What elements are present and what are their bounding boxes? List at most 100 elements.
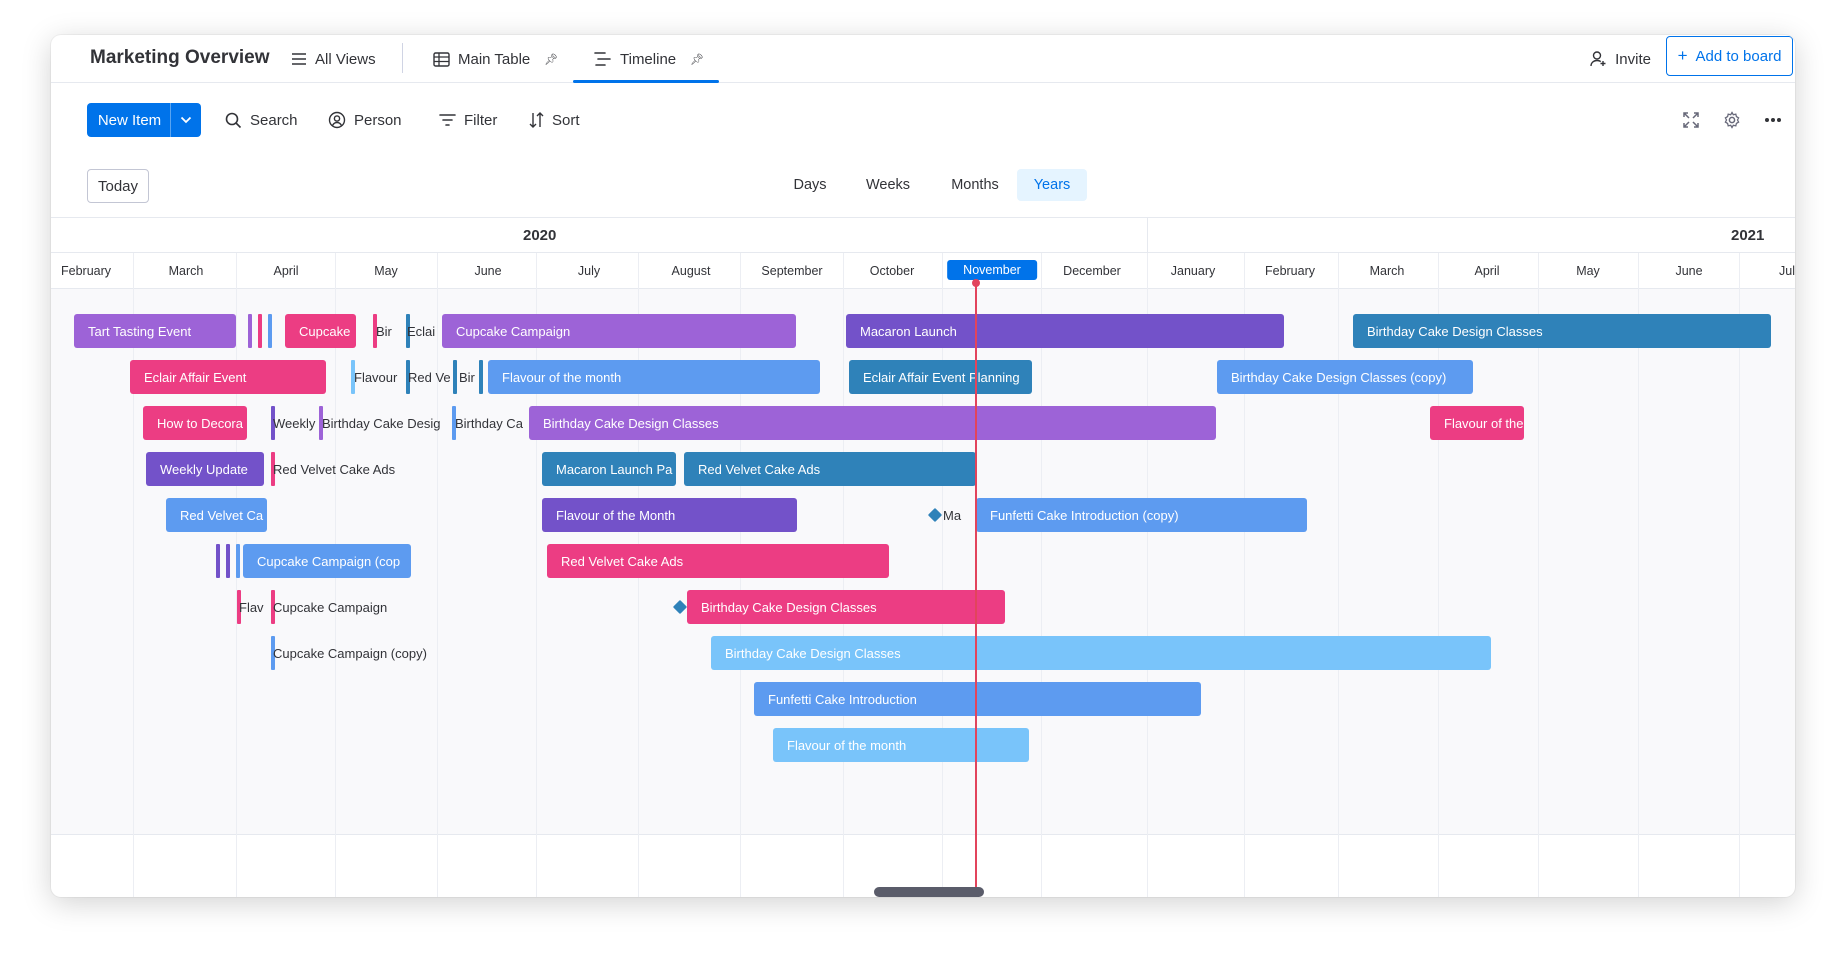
- year-header-row: 2020 2021: [51, 217, 1795, 254]
- gear-icon[interactable]: [1721, 109, 1743, 131]
- tab-timeline[interactable]: Timeline 📌︎: [594, 47, 704, 71]
- timeline-bar-stub[interactable]: [248, 314, 252, 348]
- timeline-bar[interactable]: Funfetti Cake Introduction: [754, 682, 1201, 716]
- month-grid-line: [1438, 253, 1439, 897]
- timeline-bar-stub[interactable]: [258, 314, 262, 348]
- scale-weeks-button[interactable]: Weeks: [865, 177, 911, 193]
- timeline-bar[interactable]: Birthday Cake Design Classes: [1353, 314, 1771, 348]
- timeline-bar[interactable]: Flavour of the Month: [542, 498, 797, 532]
- timeline-item-label[interactable]: Flavour: [354, 369, 398, 385]
- table-icon: [433, 51, 450, 67]
- timeline-bar[interactable]: Birthday Cake Design Classes: [687, 590, 1005, 624]
- timeline-bar-stub[interactable]: [271, 406, 275, 440]
- chevron-down-icon[interactable]: [170, 103, 201, 137]
- add-to-board-label: Add to board: [1695, 47, 1782, 65]
- fullscreen-icon[interactable]: [1680, 109, 1702, 131]
- timeline-bar-stub[interactable]: [319, 406, 323, 440]
- month-label: March: [168, 264, 204, 278]
- timeline-bar-stub[interactable]: [216, 544, 220, 578]
- timeline-item-label[interactable]: Cupcake Campaign (copy): [273, 645, 427, 661]
- month-label: June: [1675, 264, 1703, 278]
- timeline-bar[interactable]: Cupcake Campaign: [442, 314, 796, 348]
- timeline-bar-stub[interactable]: [236, 544, 240, 578]
- timeline-item-label[interactable]: Eclai: [407, 323, 436, 339]
- month-grid-line: [1638, 253, 1639, 897]
- board-title: Marketing Overview: [90, 47, 270, 68]
- pin-icon[interactable]: 📌︎: [544, 53, 559, 66]
- add-to-board-button[interactable]: + Add to board: [1666, 36, 1793, 76]
- pin-icon[interactable]: 📌︎: [690, 53, 705, 66]
- timeline-item-label[interactable]: Ma: [943, 507, 962, 523]
- new-item-button[interactable]: New Item: [87, 103, 201, 137]
- invite-button[interactable]: Invite: [1589, 47, 1651, 71]
- timeline-bar-stub[interactable]: [452, 406, 456, 440]
- timeline-bar-stub[interactable]: [271, 452, 275, 486]
- menu-icon: [292, 53, 306, 65]
- timeline-item-label[interactable]: Weekly: [273, 415, 316, 431]
- invite-label: Invite: [1615, 50, 1651, 68]
- timeline-bar-stub[interactable]: [406, 314, 410, 348]
- search-button[interactable]: Search: [225, 107, 298, 133]
- timeline-item-label[interactable]: Cupcake Campaign: [273, 599, 388, 615]
- timeline-bar[interactable]: How to Decora: [143, 406, 247, 440]
- timeline-item-label[interactable]: Birthday Ca: [455, 415, 523, 431]
- tab-main-table[interactable]: Main Table 📌︎: [433, 47, 558, 71]
- timeline-item-label[interactable]: Red Velvet Cake Ads: [273, 461, 396, 477]
- timeline-bar-stub[interactable]: [373, 314, 377, 348]
- timeline-bar[interactable]: Tart Tasting Event: [74, 314, 236, 348]
- timeline-item-label[interactable]: Bir: [376, 323, 392, 339]
- timeline-bar[interactable]: Red Velvet Cake Ads: [684, 452, 976, 486]
- more-options-icon[interactable]: [1762, 109, 1784, 131]
- scale-months-button[interactable]: Months: [951, 177, 999, 193]
- timeline-item-label[interactable]: Birthday Cake Desig: [322, 415, 441, 431]
- search-icon: [225, 112, 242, 128]
- timeline-bar-stub[interactable]: [271, 590, 275, 624]
- timeline-bar-stub[interactable]: [351, 360, 355, 394]
- month-label: February: [61, 264, 112, 278]
- timeline-bar[interactable]: Birthday Cake Design Classes: [711, 636, 1491, 670]
- timeline-item-label[interactable]: Bir: [459, 369, 475, 385]
- person-label: Person: [354, 111, 402, 129]
- filter-button[interactable]: Filter: [439, 107, 497, 133]
- timeline-bar[interactable]: Cupcake Campaign (cop: [243, 544, 411, 578]
- person-filter-button[interactable]: Person: [328, 107, 402, 133]
- tab-all-views[interactable]: All Views: [291, 47, 376, 71]
- month-grid-line: [1041, 253, 1042, 897]
- timeline-bar[interactable]: Eclair Affair Event: [130, 360, 326, 394]
- month-label: November: [947, 260, 1037, 280]
- timeline-bar-stub[interactable]: [406, 360, 410, 394]
- month-label: December: [1063, 264, 1121, 278]
- timeline-bar[interactable]: Macaron Launch: [846, 314, 1284, 348]
- timeline-bar[interactable]: Red Velvet Ca: [166, 498, 267, 532]
- timeline-bar-stub[interactable]: [479, 360, 483, 394]
- timeline-bar-stub[interactable]: [237, 590, 241, 624]
- timeline-bar-stub[interactable]: [453, 360, 457, 394]
- timeline-bar[interactable]: Flavour of the month: [773, 728, 1029, 762]
- timeline-bar[interactable]: Birthday Cake Design Classes: [529, 406, 1216, 440]
- timeline-bar-stub[interactable]: [268, 314, 272, 348]
- timeline-bar[interactable]: Macaron Launch Pa: [542, 452, 676, 486]
- top-bar: › Marketing Overview All Views Main Tabl…: [51, 35, 1795, 83]
- timeline-bar[interactable]: Flavour of the month: [488, 360, 820, 394]
- sort-button[interactable]: Sort: [529, 107, 580, 133]
- timeline-item-label[interactable]: Flav: [239, 599, 264, 615]
- timeline-bar[interactable]: Eclair Affair Event Planning: [849, 360, 1032, 394]
- scale-years-button[interactable]: Years: [1017, 169, 1087, 201]
- timeline-bar-stub[interactable]: [271, 636, 275, 670]
- timeline-bar[interactable]: Flavour of the: [1430, 406, 1524, 440]
- timeline-bar[interactable]: Funfetti Cake Introduction (copy): [976, 498, 1307, 532]
- timeline-item-label[interactable]: Red Ve: [408, 369, 451, 385]
- timeline-bar[interactable]: Cupcake: [285, 314, 356, 348]
- scale-days-button[interactable]: Days: [793, 177, 827, 193]
- tab-main-table-label: Main Table: [458, 50, 531, 68]
- filter-label: Filter: [464, 111, 498, 129]
- timeline-bar[interactable]: Birthday Cake Design Classes (copy): [1217, 360, 1473, 394]
- timeline-bar-stub[interactable]: [226, 544, 230, 578]
- year-label-2021: 2021: [1731, 227, 1765, 244]
- horizontal-scrollbar[interactable]: [874, 887, 984, 897]
- timeline-bar[interactable]: Red Velvet Cake Ads: [547, 544, 889, 578]
- today-button[interactable]: Today: [87, 169, 149, 203]
- today-marker-line: [975, 283, 977, 897]
- timeline-bar[interactable]: Weekly Update: [146, 452, 264, 486]
